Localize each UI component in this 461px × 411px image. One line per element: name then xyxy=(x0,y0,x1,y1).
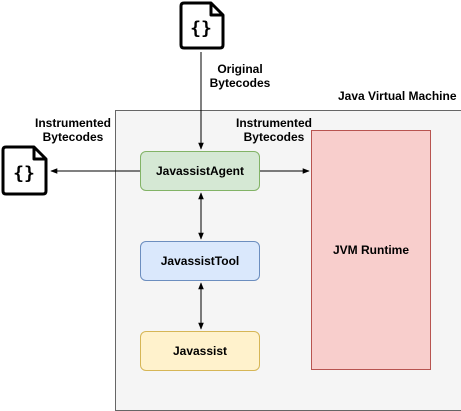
curly-braces-file-icon: {} xyxy=(179,1,225,50)
javassist-tool-node: JavassistTool xyxy=(140,241,260,281)
javassist-agent-node: JavassistAgent xyxy=(140,151,260,191)
jvm-runtime-node: JVM Runtime xyxy=(311,130,431,370)
instrumented-bytecodes-left-label: Instrumented Bytecodes xyxy=(34,116,111,144)
original-bytecodes-label: Original Bytecodes xyxy=(209,62,271,90)
svg-text:{}: {} xyxy=(190,18,212,39)
svg-text:{}: {} xyxy=(13,163,35,184)
curly-braces-file-icon: {} xyxy=(1,145,48,196)
javassist-label: Javassist xyxy=(172,344,228,358)
jvm-runtime-label: JVM Runtime xyxy=(332,243,409,257)
jvm-label: Java Virtual Machine xyxy=(338,89,457,103)
javassist-agent-label: JavassistAgent xyxy=(155,164,245,178)
javassist-tool-label: JavassistTool xyxy=(160,254,240,268)
javassist-node: Javassist xyxy=(140,331,260,371)
instrumented-bytecodes-right-label: Instrumented Bytecodes xyxy=(235,116,312,144)
